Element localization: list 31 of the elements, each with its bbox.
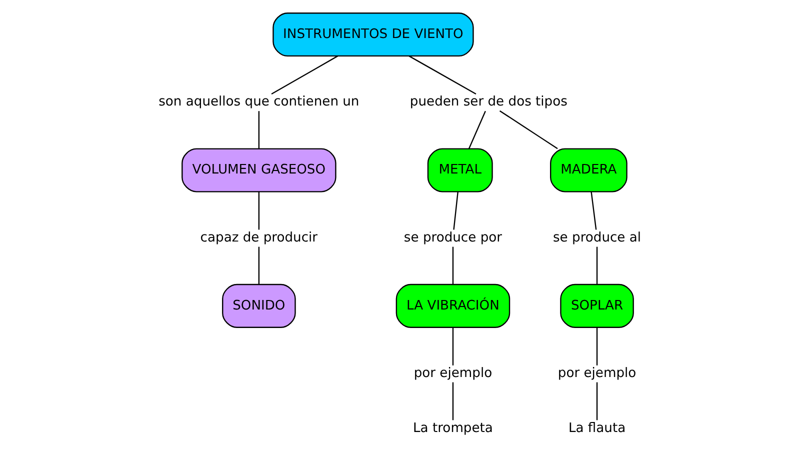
connector	[258, 246, 260, 284]
connector	[258, 192, 260, 230]
node-text: son aquellos que contienen un	[158, 94, 359, 110]
node-text: por ejemplo	[557, 366, 636, 382]
node-text: se produce al	[552, 230, 641, 246]
node-text: se produce por	[403, 230, 502, 246]
connector	[258, 111, 260, 149]
connector	[452, 246, 454, 284]
node-box: SONIDO	[222, 284, 296, 328]
connector	[468, 110, 486, 150]
connector	[270, 56, 338, 94]
node-text: por ejemplo	[413, 366, 492, 382]
connector	[596, 382, 598, 420]
connector	[452, 328, 454, 366]
connector	[596, 328, 598, 366]
node-box: VOLUMEN GASEOSO	[181, 148, 336, 192]
node-box: LA VIBRACIÓN	[395, 284, 510, 328]
connector	[452, 382, 454, 420]
connector	[408, 56, 476, 94]
node-box: SOPLAR	[560, 284, 634, 328]
node-text: capaz de producir	[200, 230, 318, 246]
connector	[590, 192, 596, 230]
node-box: INSTRUMENTOS DE VIENTO	[272, 12, 474, 57]
node-box: MADERA	[550, 148, 627, 192]
node-text: pueden ser de dos tipos	[409, 94, 567, 110]
node-text: La trompeta	[412, 420, 492, 436]
connector	[498, 110, 558, 150]
node-text: La flauta	[568, 420, 626, 436]
connector	[452, 192, 458, 230]
node-box: METAL	[426, 148, 492, 192]
connector	[596, 246, 598, 284]
